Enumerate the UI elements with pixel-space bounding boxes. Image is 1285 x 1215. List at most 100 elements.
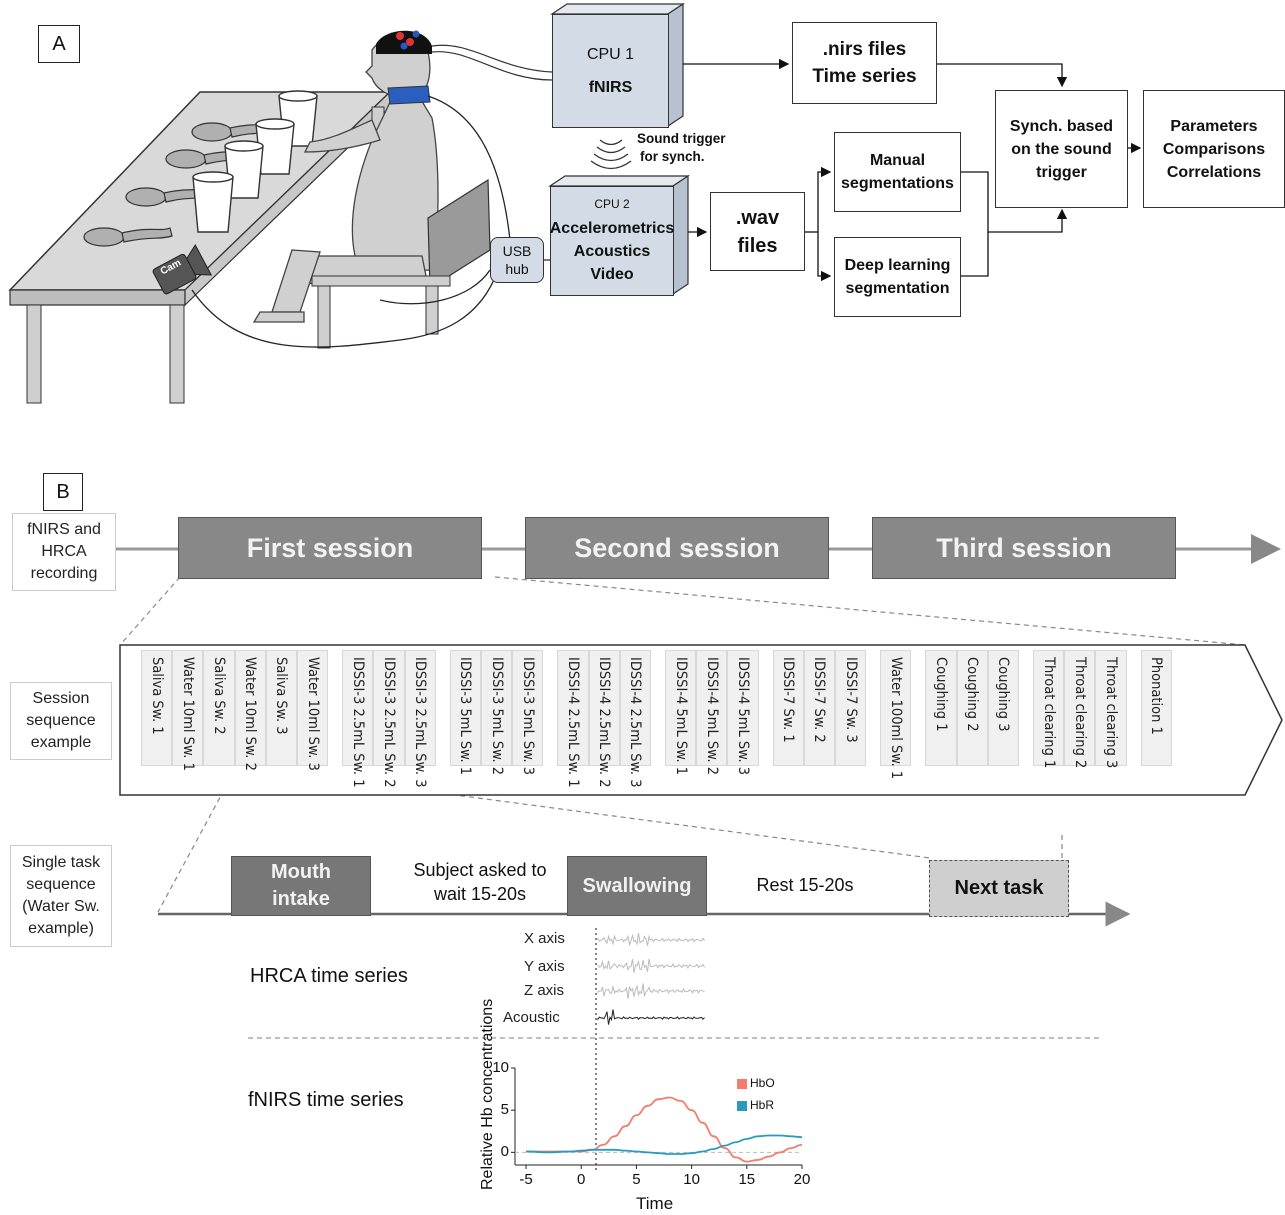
task-label: Water 10ml Sw. 3 — [304, 657, 321, 771]
session-first: First session — [178, 517, 482, 579]
x-tick-label: 5 — [632, 1171, 641, 1188]
wav-files-box: .wav files — [710, 192, 805, 271]
x-tick-label: 0 — [577, 1171, 586, 1188]
task-label: IDSSI-4 5mL Sw. 2 — [703, 657, 720, 776]
task-label: Throat clearing 2 — [1071, 657, 1088, 769]
x-tick-label: 20 — [793, 1171, 811, 1188]
task-label: IDSSI-3 2.5mL Sw. 2 — [380, 657, 397, 788]
task-label: Water 10ml Sw. 1 — [179, 657, 196, 771]
task-column: Coughing 1 — [925, 650, 957, 766]
task-label: IDSSI-4 2.5mL Sw. 1 — [564, 657, 581, 788]
task-column: Saliva Sw. 3 — [265, 650, 297, 766]
task-column: IDSSI-3 5mL Sw. 1 — [449, 650, 481, 775]
task-column: IDSSI-3 2.5mL Sw. 1 — [342, 650, 374, 788]
task-label: IDSSI-3 2.5mL Sw. 1 — [349, 657, 366, 788]
task-label: Coughing 2 — [964, 657, 981, 732]
x-tick-label: -5 — [519, 1171, 533, 1188]
y-tick-label: 5 — [500, 1101, 509, 1119]
task-column: IDSSI-4 2.5mL Sw. 3 — [619, 650, 651, 788]
task-column: IDSSI-4 5mL Sw. 3 — [727, 650, 759, 775]
cpu1-subtitle: fNIRS — [588, 79, 633, 96]
rest-step: Rest 15-20s — [756, 875, 854, 895]
task-label: IDSSI-4 2.5mL Sw. 2 — [596, 657, 613, 788]
task-column: IDSSI-7 Sw. 3 — [835, 650, 867, 766]
cpu2-title: CPU 2 — [594, 196, 630, 211]
task-column: Water 100ml Sw. 1 — [880, 650, 912, 779]
task-label: IDSSI-3 5mL Sw. 2 — [488, 657, 505, 776]
sound-trigger-note: Sound trigger for synch. — [637, 131, 726, 164]
task-label: Saliva Sw. 2 — [210, 657, 227, 735]
hrca-channel-y: Y axis — [524, 958, 565, 975]
y-tick-label: 10 — [492, 1059, 509, 1076]
y-tick-label: 0 — [500, 1143, 509, 1161]
task-column: IDSSI-3 2.5mL Sw. 3 — [404, 650, 436, 788]
task-label: Coughing 1 — [932, 657, 949, 732]
session-sequence-label: Session sequence example — [10, 682, 112, 760]
hrca-trace — [597, 933, 705, 947]
manual-segmentation-box: Manual segmentations — [834, 132, 961, 212]
task-label: IDSSI-3 5mL Sw. 1 — [457, 657, 474, 776]
task-column: IDSSI-4 2.5mL Sw. 1 — [557, 650, 589, 788]
recording-label: fNIRS and HRCA recording — [12, 513, 116, 591]
panel-a-label: A — [38, 25, 80, 63]
cpu1-box: CPU 1 fNIRS — [552, 14, 669, 128]
hrca-signals — [597, 933, 705, 1025]
task-column: IDSSI-4 5mL Sw. 2 — [696, 650, 728, 775]
task-label: Throat clearing 1 — [1040, 657, 1057, 769]
task-column: Phonation 1 — [1140, 650, 1172, 766]
task-label: Phonation 1 — [1148, 657, 1165, 735]
task-label: IDSSI-7 Sw. 3 — [842, 657, 859, 743]
task-label: IDSSI-7 Sw. 2 — [811, 657, 828, 743]
task-label: Saliva Sw. 3 — [273, 657, 290, 735]
cpu1-title: CPU 1 — [586, 46, 635, 63]
hrca-channel-acoustic: Acoustic — [503, 1009, 560, 1026]
single-task-label: Single task sequence (Water Sw. example) — [10, 845, 112, 947]
panel-b-label: B — [43, 473, 83, 511]
legend-label-hbo: HbO — [750, 1076, 775, 1090]
legend-label-hbr: HbR — [750, 1098, 775, 1112]
fnirs-chart — [511, 1067, 803, 1169]
task-label: IDSSI-4 2.5mL Sw. 3 — [627, 657, 644, 788]
mouth-intake-step: Mouth intake — [231, 856, 371, 916]
task-column: Water 10ml Sw. 2 — [234, 650, 266, 771]
task-column: IDSSI-3 5mL Sw. 2 — [481, 650, 513, 775]
task-label: Coughing 3 — [995, 657, 1012, 732]
lab-setup-illustration — [8, 30, 553, 404]
x-tick-label: 10 — [683, 1171, 700, 1188]
task-label: IDSSI-3 2.5mL Sw. 3 — [412, 657, 429, 788]
deep-learning-segmentation-box: Deep learning segmentation — [834, 237, 961, 317]
legend-swatch-hbo — [737, 1079, 747, 1089]
task-column: IDSSI-3 5mL Sw. 3 — [512, 650, 544, 775]
series-line-hbr — [526, 1134, 803, 1155]
task-label: Throat clearing 3 — [1102, 657, 1119, 769]
hrca-trace — [597, 983, 705, 999]
sound-wave-icon — [590, 139, 632, 170]
synch-box: Synch. based on the sound trigger — [995, 90, 1128, 208]
x-tick-label: 15 — [738, 1171, 756, 1188]
task-column: Coughing 2 — [956, 650, 988, 766]
legend-swatch-hbr — [737, 1101, 747, 1111]
task-column: Saliva Sw. 2 — [203, 650, 235, 766]
next-task-step: Next task — [929, 860, 1069, 917]
hrca-trace — [597, 958, 705, 973]
task-label: IDSSI-7 Sw. 1 — [780, 657, 797, 743]
hrca-trace — [597, 1009, 705, 1025]
task-column: IDSSI-4 5mL Sw. 1 — [665, 650, 697, 775]
task-label: IDSSI-4 5mL Sw. 3 — [734, 657, 751, 776]
task-column: Throat clearing 2 — [1064, 650, 1096, 769]
task-label: Water 10ml Sw. 2 — [242, 657, 259, 771]
swallowing-step: Swallowing — [567, 856, 707, 916]
task-label: Water 100ml Sw. 1 — [887, 657, 904, 780]
wait-step: Subject asked to wait 15-20s — [413, 860, 547, 904]
session-third: Third session — [872, 517, 1176, 579]
hrca-channel-z: Z axis — [524, 982, 565, 999]
task-column: IDSSI-3 2.5mL Sw. 2 — [373, 650, 405, 788]
task-column: Coughing 3 — [987, 650, 1019, 766]
hrca-series-label: HRCA time series — [250, 965, 408, 987]
chart-xlabel: Time — [636, 1194, 674, 1213]
nirs-files-box: .nirs files Time series — [792, 22, 937, 104]
task-column: IDSSI-4 2.5mL Sw. 2 — [588, 650, 620, 788]
task-label: IDSSI-3 5mL Sw. 3 — [519, 657, 536, 776]
parameters-box: Parameters Comparisons Correlations — [1143, 90, 1285, 208]
fnirs-series-label: fNIRS time series — [248, 1089, 404, 1111]
